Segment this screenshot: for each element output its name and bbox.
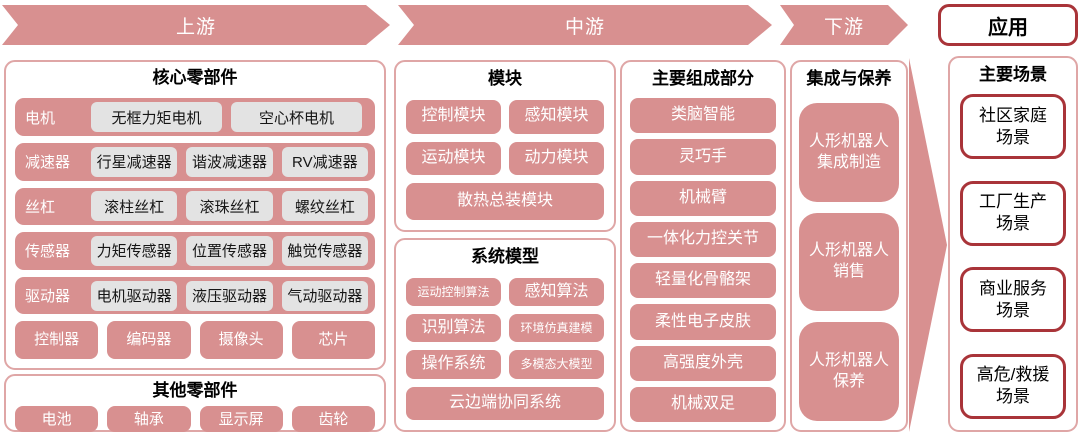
module-item: 感知模块 [509,100,604,134]
system-item-full: 云边端协同系统 [406,386,604,420]
core-row-item: 液压驱动器 [186,280,273,311]
system-model-panel: 系统模型 运动控制算法 感知算法 识别算法 环境仿真建模 操作系统 多模态大模型… [394,238,616,432]
core-row-item: 力矩传感器 [91,235,178,266]
core-row-item: 行星减速器 [91,146,178,177]
module-item: 动力模块 [509,141,604,175]
core-row-item: 电机驱动器 [91,280,178,311]
core-row-label: 减速器 [25,154,71,172]
other-item: 轴承 [107,406,191,433]
core-row-misc: 控制器 编码器 摄像头 芯片 [15,321,375,359]
system-item: 环境仿真建模 [509,314,604,343]
core-row-label: 驱动器 [25,288,71,306]
downstream-item: 人形机器人集成制造 [799,103,899,202]
core-components-panel: 核心零部件 电机 无框力矩电机 空心杯电机 减速器 行星减速器 谐波减速器 RV… [4,60,386,370]
core-row-item: 触觉传感器 [281,235,368,266]
application-badge: 应用 [938,4,1078,46]
core-row-label: 传感器 [25,243,71,261]
system-item: 识别算法 [406,314,501,343]
core-row-item: 无框力矩电机 [91,102,222,133]
main-component-item: 机械双足 [630,386,776,422]
other-item: 电池 [15,406,99,433]
core-row-item: 螺纹丝杠 [281,191,368,222]
stage-midstream-label: 中游 [564,16,605,38]
module-item-full: 散热总装模块 [406,182,604,220]
scenario-item: 社区家庭场景 [960,94,1066,160]
downstream-item: 人形机器人保养 [799,322,899,421]
core-misc-item: 编码器 [107,321,191,359]
core-row-sensor: 传感器 力矩传感器 位置传感器 触觉传感器 [15,232,375,270]
core-row-item: 谐波减速器 [186,146,273,177]
other-item: 齿轮 [291,406,375,433]
module-item: 控制模块 [406,100,501,134]
main-component-item: 轻量化骨骼架 [630,263,776,299]
main-components-title: 主要组成部分 [652,69,754,88]
main-component-item: 类脑智能 [630,98,776,134]
system-item: 操作系统 [406,350,501,379]
main-components-panel: 主要组成部分 类脑智能 灵巧手 机械臂 一体化力控关节 轻量化骨骼架 柔性电子皮… [620,60,786,432]
integration-maintenance-panel: 集成与保养 人形机器人集成制造 人形机器人销售 人形机器人保养 [790,60,908,432]
other-item: 显示屏 [199,406,283,433]
main-component-item: 一体化力控关节 [630,221,776,258]
system-item: 感知算法 [509,278,604,307]
core-misc-item: 芯片 [291,321,375,359]
main-scenarios-title: 主要场景 [979,65,1047,84]
scenario-list: 社区家庭场景 工厂生产场景 商业服务场景 高危/救援场景 [960,88,1066,419]
module-item: 运动模块 [406,141,501,175]
core-misc-item: 摄像头 [199,321,283,359]
module-panel: 模块 控制模块 感知模块 运动模块 动力模块 散热总装模块 [394,60,616,232]
system-model-title: 系统模型 [471,247,539,266]
other-components-title: 其他零部件 [152,381,238,400]
main-scenarios-panel: 主要场景 社区家庭场景 工厂生产场景 商业服务场景 高危/救援场景 [948,56,1078,432]
scenario-item: 工厂生产场景 [960,180,1066,246]
core-row-item: 空心杯电机 [231,102,362,133]
core-components-title: 核心零部件 [152,68,238,87]
core-row-label: 丝杠 [25,198,56,216]
stage-arrow-downstream: 下游 [780,5,908,45]
stage-arrow-upstream: 上游 [2,5,390,45]
other-components-panel: 其他零部件 电池 轴承 显示屏 齿轮 [4,374,386,433]
system-model-grid: 运动控制算法 感知算法 识别算法 环境仿真建模 操作系统 多模态大模型 [406,278,604,379]
core-row-item: 位置传感器 [186,235,273,266]
core-row-item: 滚珠丝杠 [186,191,273,222]
stage-downstream-label: 下游 [823,16,864,38]
stage-upstream-label: 上游 [175,16,216,38]
core-row-leadscrew: 丝杠 滚柱丝杠 滚珠丝杠 螺纹丝杠 [15,187,375,226]
main-component-item: 机械臂 [630,180,776,216]
core-row-motor: 电机 无框力矩电机 空心杯电机 [15,98,375,136]
system-item: 运动控制算法 [406,278,501,307]
core-row-reducer: 减速器 行星减速器 谐波减速器 RV减速器 [15,142,375,181]
module-grid: 控制模块 感知模块 运动模块 动力模块 [406,100,604,175]
scenario-item: 商业服务场景 [960,267,1066,333]
main-component-item: 高强度外壳 [630,345,776,381]
main-component-item: 灵巧手 [630,139,776,175]
core-row-item: 气动驱动器 [281,280,368,311]
core-misc-item: 控制器 [15,321,99,359]
flow-arrow-icon [909,58,947,432]
stage-arrow-midstream: 中游 [398,5,772,45]
core-row-label: 电机 [25,109,56,127]
module-title: 模块 [488,69,522,88]
core-row-item: 滚柱丝杠 [91,191,178,222]
scenario-item: 高危/救援场景 [960,353,1066,419]
other-components-row: 电池 轴承 显示屏 齿轮 [15,406,375,433]
core-row-driver: 驱动器 电机驱动器 液压驱动器 气动驱动器 [15,276,375,315]
system-item: 多模态大模型 [509,350,604,379]
downstream-item: 人形机器人销售 [799,212,899,312]
main-component-item: 柔性电子皮肤 [630,304,776,340]
core-row-item: RV减速器 [281,146,368,177]
application-label: 应用 [988,16,1028,39]
integration-maintenance-title: 集成与保养 [806,69,892,88]
